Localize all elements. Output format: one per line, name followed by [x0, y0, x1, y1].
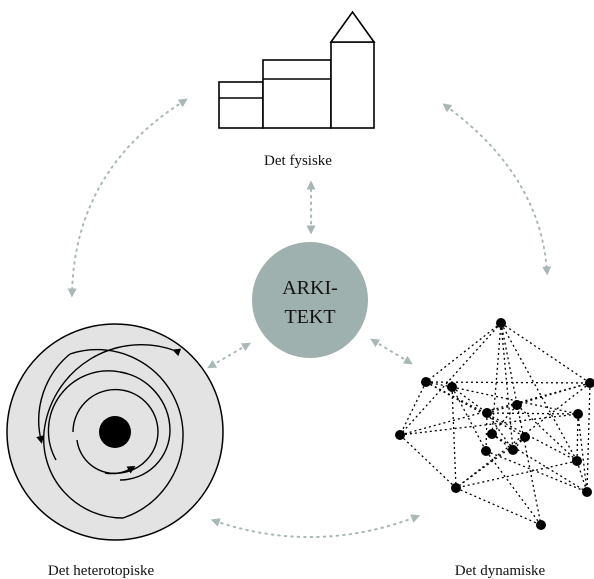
network-edge: [455, 487, 542, 526]
network-node: [482, 408, 492, 418]
network-edge: [425, 322, 502, 383]
spiral-disc-icon: [6, 323, 224, 541]
network-node: [572, 456, 582, 466]
network-node: [496, 318, 506, 328]
network-edge: [399, 382, 591, 436]
network-edge: [485, 450, 588, 493]
network-edge: [425, 381, 526, 438]
heterotopic-label: Det heterotopiske: [48, 563, 155, 579]
network-node: [585, 378, 594, 388]
network-node: [451, 483, 461, 493]
network-edge: [491, 322, 502, 435]
physical-label: Det fysiske: [264, 153, 332, 169]
network-edge: [451, 386, 457, 489]
network-edge: [451, 386, 487, 452]
network-edge: [425, 381, 591, 384]
network-node: [487, 429, 497, 439]
network-edge: [586, 382, 591, 493]
network-node: [395, 430, 405, 440]
network-edge: [500, 322, 578, 462]
network-node: [520, 432, 530, 442]
network-edge: [455, 460, 578, 489]
network-edge: [399, 381, 427, 436]
network-edge: [500, 322, 514, 451]
network-node: [508, 445, 518, 455]
network-edge: [451, 386, 579, 415]
network-edge: [491, 404, 518, 435]
connector-physical-heterotopic: [67, 98, 188, 298]
network-graph-icon: [395, 318, 594, 530]
network-node: [447, 382, 457, 392]
connector-heterotopic-dynamic: [210, 514, 421, 539]
network-edge: [425, 381, 578, 462]
network-edge: [485, 412, 488, 452]
network-edge: [451, 386, 488, 414]
connector-center-dynamic: [370, 338, 413, 365]
network-node: [421, 377, 431, 387]
center-label-line2: TEKT: [284, 306, 335, 328]
network-node: [582, 487, 592, 497]
network-edge: [516, 404, 578, 462]
outer-connectors: [67, 98, 552, 539]
network-node: [536, 520, 546, 530]
network-node: [481, 446, 491, 456]
network-edge: [399, 434, 457, 489]
center-circle: [252, 242, 368, 358]
dynamic-label: Det dynamiske: [455, 563, 546, 579]
network-edge: [577, 413, 588, 493]
network-node: [512, 400, 522, 410]
center-label-line1: ARKI-: [282, 277, 338, 299]
network-edge: [576, 413, 579, 462]
network-edge: [399, 322, 502, 436]
network-edge: [491, 433, 588, 493]
network-edge: [500, 322, 542, 526]
network-edge: [485, 450, 542, 526]
network-edge: [486, 412, 579, 415]
connector-physical-dynamic: [442, 103, 552, 276]
network-edge: [500, 322, 591, 384]
buildings-icon: [218, 10, 376, 129]
connector-center-heterotopic: [207, 342, 251, 369]
center-node: ARKI- TEKT: [252, 242, 368, 358]
network-edge: [455, 436, 526, 489]
network-node: [573, 409, 583, 419]
network-edge: [576, 460, 588, 493]
